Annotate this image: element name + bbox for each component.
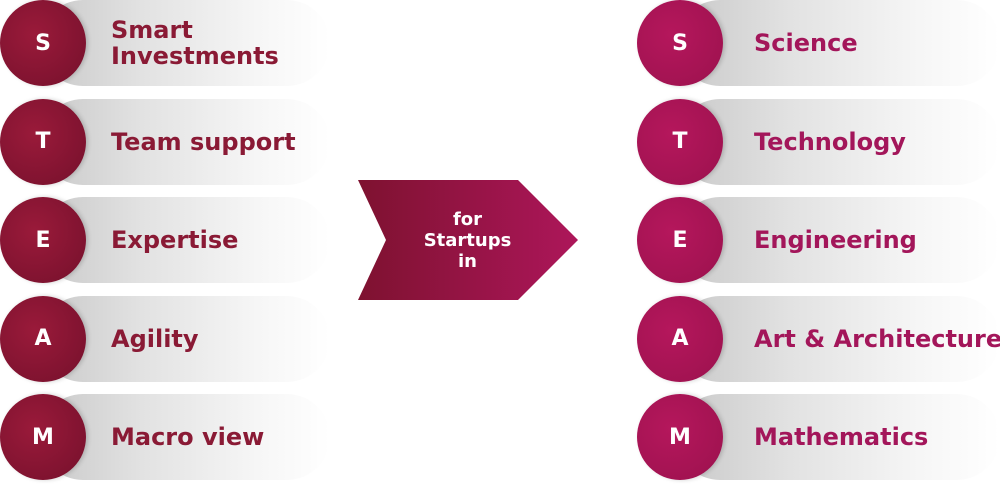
chevron-shape [358,180,578,300]
right-item-letter-circle: M [637,394,723,480]
right-item-s: S Science [637,0,1000,86]
left-item-letter-circle: A [0,295,86,382]
right-item-letter-circle: E [637,197,723,283]
right-item-a: A Art & Architecture [637,295,1000,382]
left-item-letter-circle: T [0,98,86,185]
left-item-letter-circle: M [0,394,86,480]
left-acronym-column: S Smart Investments T Team support E Exp… [0,0,330,493]
center-arrow-text: for Startups in [423,208,512,272]
right-item-letter-circle: S [637,0,723,86]
right-item-label: Mathematics [754,423,929,451]
left-item-letter-circle: E [0,197,86,283]
right-item-letter-circle: T [637,98,723,185]
center-chevron-arrow [358,180,578,300]
left-item-label: Team support [111,127,296,156]
left-item-pill [40,394,330,480]
right-item-label: Technology [754,127,906,156]
left-item-a: A Agility [0,295,330,382]
left-item-e: E Expertise [0,197,330,283]
right-item-m: M Mathematics [637,394,1000,480]
left-item-pill [40,295,330,382]
right-item-pill [677,295,1000,382]
right-item-label: Art & Architecture [754,324,1000,353]
left-item-label: Agility [111,324,199,353]
right-item-letter-circle: A [637,295,723,382]
right-item-pill [677,98,1000,185]
left-item-t: T Team support [0,98,330,185]
right-item-pill [677,0,1000,86]
right-item-e: E Engineering [637,197,1000,283]
left-item-pill [40,0,330,86]
right-item-label: Science [754,29,858,57]
left-item-letter-circle: S [0,0,86,86]
left-item-label: Expertise [111,226,239,254]
left-item-m: M Macro view [0,394,330,480]
left-item-pill [40,98,330,185]
right-item-label: Engineering [754,226,917,254]
right-item-t: T Technology [637,98,1000,185]
left-item-label: Smart Investments [111,16,279,70]
right-acronym-column: S Science T Technology E Engineering A A… [637,0,1000,493]
left-item-pill [40,197,330,283]
right-item-pill [677,197,1000,283]
left-item-s: S Smart Investments [0,0,330,86]
right-item-pill [677,394,1000,480]
left-item-label: Macro view [111,423,265,451]
